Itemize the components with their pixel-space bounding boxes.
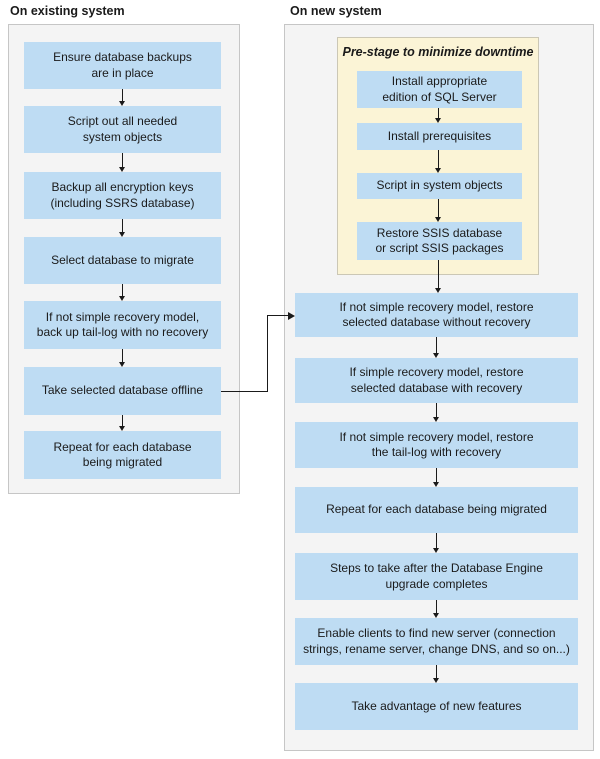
down-arrow-icon (434, 260, 443, 293)
down-arrow-icon (118, 89, 127, 106)
step-take-offline: Take selected database offline (24, 367, 221, 415)
connector-segment (267, 315, 289, 316)
step-restore-with-recovery: If simple recovery model, restore select… (295, 358, 578, 403)
down-arrow-icon (432, 665, 441, 683)
step-restore-ssis: Restore SSIS database or script SSIS pac… (357, 222, 522, 260)
down-arrow-icon (432, 468, 441, 487)
step-install-sql-server: Install appropriate edition of SQL Serve… (357, 71, 522, 108)
existing-system-title: On existing system (10, 4, 125, 18)
connector-segment (221, 391, 268, 392)
down-arrow-icon (432, 403, 441, 422)
step-backup-keys: Backup all encryption keys (including SS… (24, 172, 221, 219)
step-enable-clients: Enable clients to find new server (conne… (295, 618, 578, 665)
down-arrow-icon (434, 199, 443, 222)
down-arrow-icon (432, 600, 441, 618)
new-system-title: On new system (290, 4, 382, 18)
down-arrow-icon (434, 108, 443, 123)
down-arrow-icon (118, 153, 127, 172)
down-arrow-icon (118, 284, 127, 301)
down-arrow-icon (118, 219, 127, 237)
down-arrow-icon (432, 533, 441, 553)
step-restore-without-recovery: If not simple recovery model, restore se… (295, 293, 578, 337)
step-backup-tail-log: If not simple recovery model, back up ta… (24, 301, 221, 349)
step-install-prereqs: Install prerequisites (357, 123, 522, 150)
connector-segment (267, 315, 268, 392)
step-script-out-objects: Script out all needed system objects (24, 106, 221, 153)
step-ensure-backups: Ensure database backups are in place (24, 42, 221, 89)
down-arrow-icon (118, 415, 127, 431)
step-post-upgrade: Steps to take after the Database Engine … (295, 553, 578, 600)
step-restore-tail-log: If not simple recovery model, restore th… (295, 422, 578, 468)
step-new-features: Take advantage of new features (295, 683, 578, 730)
step-repeat-existing: Repeat for each database being migrated (24, 431, 221, 479)
prestage-title: Pre-stage to minimize downtime (342, 45, 534, 59)
down-arrow-icon (432, 337, 441, 358)
step-repeat-new: Repeat for each database being migrated (295, 487, 578, 533)
right-arrow-head-icon (288, 311, 295, 320)
down-arrow-icon (118, 349, 127, 367)
step-select-database: Select database to migrate (24, 237, 221, 284)
down-arrow-icon (434, 150, 443, 173)
step-script-in-objects: Script in system objects (357, 173, 522, 199)
